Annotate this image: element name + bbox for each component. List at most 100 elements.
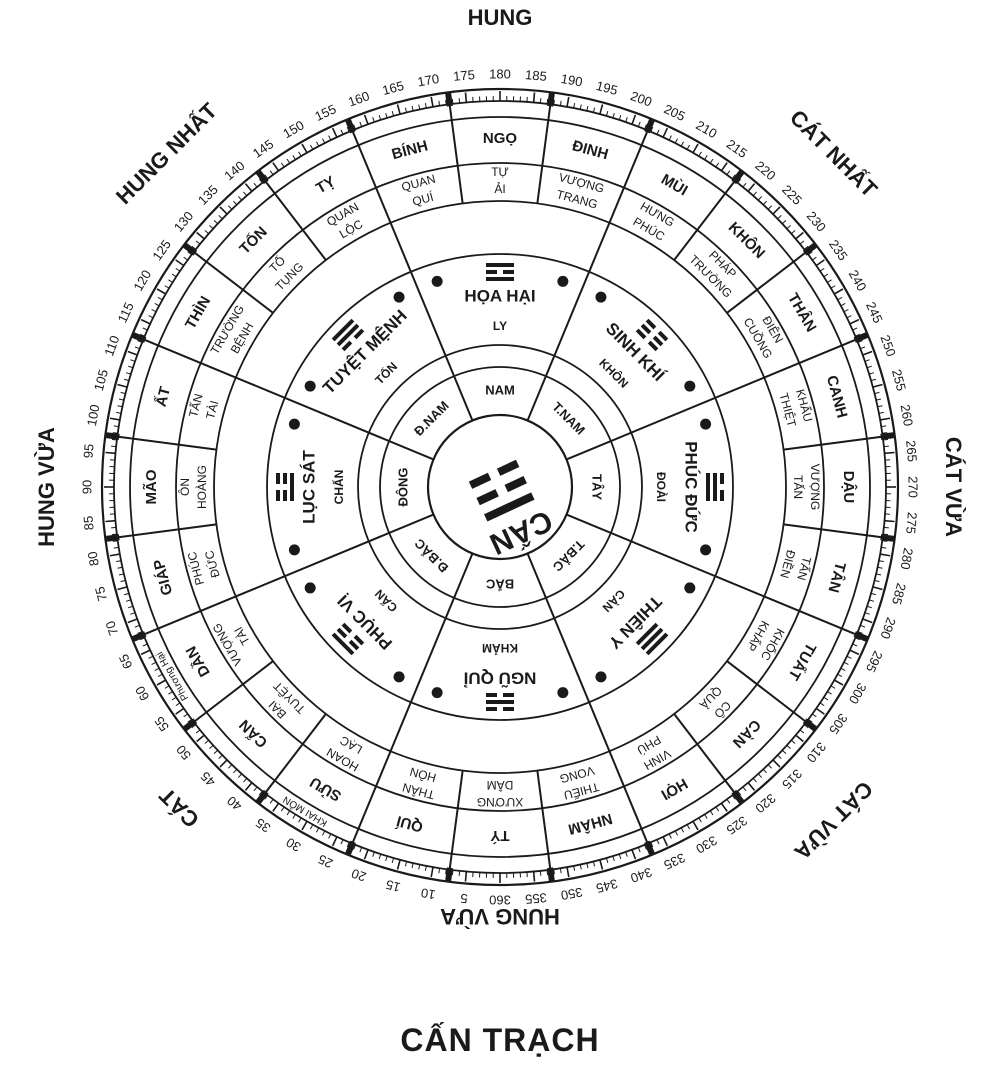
sector-marker bbox=[445, 867, 453, 882]
degree-tick bbox=[168, 691, 173, 695]
degree-tick bbox=[213, 219, 219, 225]
degree-tick bbox=[874, 579, 880, 583]
degree-tick bbox=[786, 744, 791, 750]
degree-tick bbox=[157, 673, 163, 677]
degree-tick bbox=[883, 526, 889, 529]
degree-tick bbox=[747, 782, 756, 791]
degree-tick bbox=[731, 794, 736, 800]
inner-direction-label: ĐÔNG bbox=[395, 468, 410, 507]
mountain-label: TÂN bbox=[824, 560, 849, 594]
degree-tick bbox=[353, 124, 356, 130]
degree-tick bbox=[272, 162, 280, 172]
degree-tick bbox=[111, 526, 117, 529]
degree-tick bbox=[372, 117, 375, 123]
degree-label: 145 bbox=[250, 136, 276, 161]
sector-marker bbox=[344, 840, 356, 856]
degree-label: 305 bbox=[826, 711, 851, 737]
degree-label: 10 bbox=[420, 885, 437, 902]
sector-marker bbox=[802, 242, 818, 256]
star-label-b: TẤN bbox=[791, 475, 806, 499]
degree-tick bbox=[803, 245, 809, 250]
degree-tick bbox=[772, 759, 781, 768]
degree-tick bbox=[286, 158, 291, 164]
degree-tick bbox=[566, 866, 570, 878]
degree-tick bbox=[232, 768, 238, 774]
degree-tick bbox=[855, 333, 861, 337]
degree-label: 50 bbox=[173, 742, 194, 763]
degree-label: 120 bbox=[130, 267, 154, 293]
degree-tick bbox=[680, 827, 685, 833]
degree-tick bbox=[715, 806, 720, 812]
degree-tick bbox=[747, 183, 756, 192]
degree-tick bbox=[458, 98, 461, 104]
degree-tick bbox=[301, 820, 308, 831]
degree-tick bbox=[232, 200, 238, 206]
mountain-divider bbox=[608, 129, 649, 224]
degree-tick bbox=[445, 869, 447, 875]
degree-label: 190 bbox=[560, 71, 584, 90]
direction-label-hung-vua-w: HUNG VỪA bbox=[34, 427, 59, 547]
degree-tick bbox=[418, 864, 421, 870]
degree-tick bbox=[668, 833, 672, 839]
degree-label: 300 bbox=[846, 680, 870, 706]
inner-direction-label: Đ.NAM bbox=[411, 398, 452, 439]
degree-tick bbox=[852, 643, 858, 647]
degree-tick bbox=[148, 315, 154, 319]
degree-label: 150 bbox=[280, 117, 306, 141]
star-label-a: TẤN bbox=[185, 392, 206, 419]
degree-tick bbox=[599, 859, 604, 870]
degree-tick bbox=[811, 256, 817, 261]
mountain-divider bbox=[117, 523, 217, 539]
degree-tick bbox=[237, 196, 243, 201]
degree-tick bbox=[219, 759, 228, 768]
inner-direction-label: TÂY bbox=[590, 474, 605, 500]
degree-tick bbox=[872, 586, 883, 591]
degree-tick bbox=[315, 827, 320, 833]
degree-tick bbox=[668, 135, 672, 141]
degree-tick bbox=[445, 99, 447, 105]
trigram-icon bbox=[635, 318, 669, 352]
ring-6 bbox=[129, 116, 871, 858]
degree-tick bbox=[870, 378, 876, 382]
degree-label: 245 bbox=[863, 299, 886, 325]
degree-tick bbox=[258, 178, 263, 184]
degree-tick bbox=[860, 624, 866, 628]
degree-label: 175 bbox=[453, 67, 476, 84]
star-label-b: HOÀNG bbox=[194, 465, 209, 509]
degree-tick bbox=[815, 707, 825, 715]
degree-label: 355 bbox=[525, 890, 548, 907]
degree-label: 40 bbox=[224, 793, 245, 814]
degree-tick bbox=[292, 814, 296, 819]
degree-tick bbox=[183, 713, 189, 718]
sector-marker bbox=[802, 718, 818, 732]
degree-tick bbox=[237, 773, 243, 778]
degree-label: 140 bbox=[221, 158, 247, 183]
degree-tick bbox=[752, 777, 757, 783]
degree-tick bbox=[625, 851, 628, 857]
degree-tick bbox=[353, 844, 356, 850]
degree-tick bbox=[315, 141, 320, 147]
mountain-divider bbox=[726, 251, 807, 314]
degree-label: 225 bbox=[779, 182, 805, 208]
degree-tick bbox=[866, 605, 873, 609]
degree-label: 195 bbox=[594, 78, 619, 98]
degree-tick bbox=[579, 864, 582, 870]
star-label-b: ĐỨC bbox=[201, 549, 223, 580]
degree-label: 295 bbox=[863, 649, 886, 675]
degree-tick bbox=[644, 844, 647, 850]
degree-tick bbox=[819, 267, 825, 272]
palace-dot bbox=[393, 671, 405, 683]
palace-dot bbox=[304, 582, 316, 594]
sector-marker bbox=[853, 331, 869, 343]
sector-marker bbox=[255, 169, 269, 185]
mountain-divider bbox=[726, 660, 807, 723]
star-label-b: ẢI bbox=[494, 181, 505, 196]
mountain-divider bbox=[783, 523, 883, 539]
degree-tick bbox=[849, 318, 860, 325]
degree-tick bbox=[209, 744, 214, 750]
degree-label: 350 bbox=[560, 885, 584, 904]
degree-tick bbox=[843, 309, 849, 313]
degree-tick bbox=[877, 566, 883, 569]
mountain-divider bbox=[264, 180, 327, 261]
